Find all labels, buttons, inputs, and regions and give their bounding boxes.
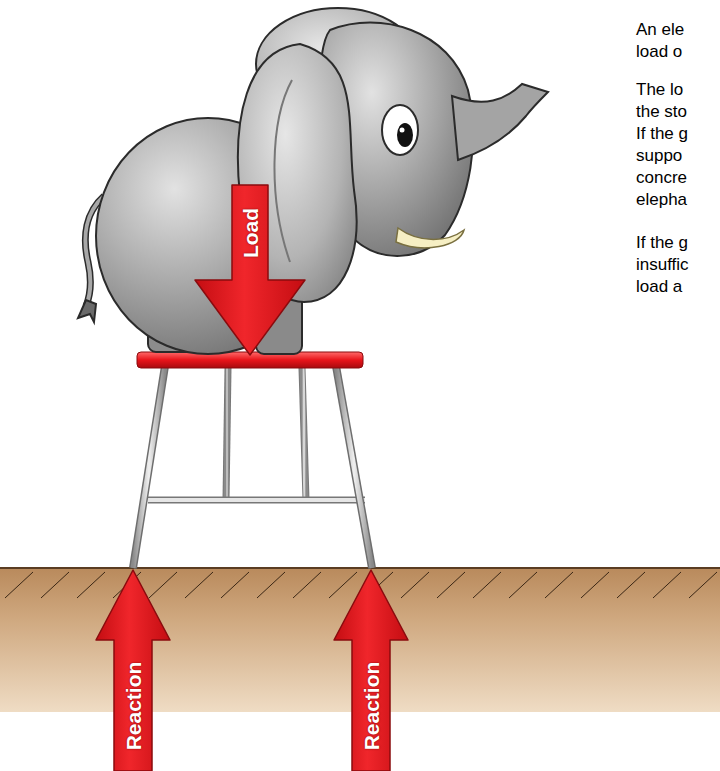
tail-tuft — [78, 300, 96, 322]
arrow-outline — [96, 570, 170, 771]
stool-leg — [336, 366, 372, 568]
stool-leg — [226, 368, 228, 500]
stool-crossbar — [148, 498, 365, 502]
elephant — [78, 8, 548, 354]
stool — [133, 352, 372, 568]
force-arrow: Reaction — [96, 570, 170, 771]
note-text: If the g insuffic load a — [636, 232, 708, 298]
eye-highlight — [400, 128, 405, 133]
stool-leg — [302, 368, 306, 500]
note-text: An ele load o — [636, 19, 708, 63]
ear-fold — [274, 80, 292, 262]
elephant-pupil — [397, 123, 413, 147]
arrow-outline — [195, 185, 305, 355]
ground-line — [0, 567, 720, 569]
elephant-tusk — [396, 228, 464, 248]
force-label: Reaction — [123, 661, 144, 750]
stool-crossbar — [148, 497, 365, 504]
stool-leg — [133, 366, 165, 568]
stool-leg — [336, 366, 372, 568]
force-label: Load — [240, 207, 261, 257]
force-arrow: Load — [195, 185, 305, 355]
force-arrow: Reaction — [334, 570, 408, 771]
force-label: Reaction — [361, 661, 382, 750]
elephant-eye — [382, 105, 418, 155]
note-text: If the g suppo concre elepha — [636, 123, 708, 211]
stool-leg — [133, 366, 165, 568]
note-text: The lo the sto — [636, 79, 708, 123]
stool-leg — [302, 368, 306, 500]
elephant-trunk — [452, 84, 548, 160]
arrow-outline — [334, 570, 408, 771]
stool-leg — [226, 368, 228, 500]
